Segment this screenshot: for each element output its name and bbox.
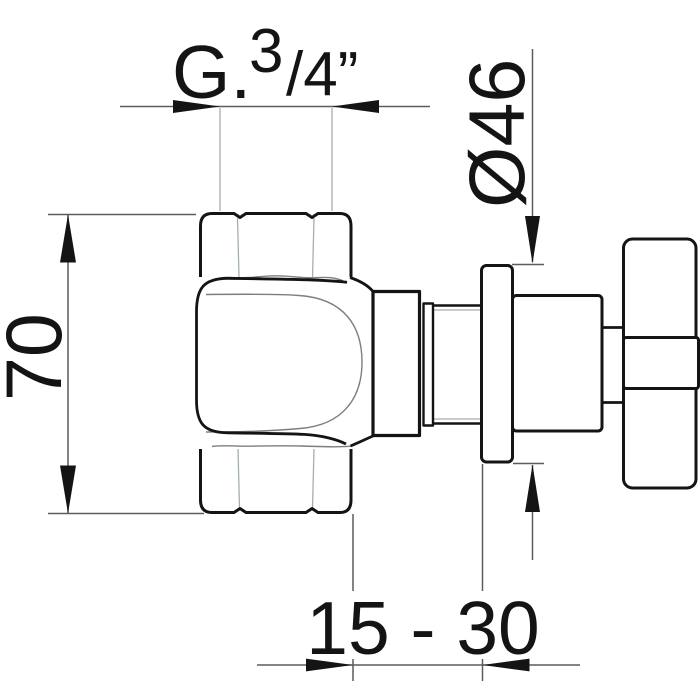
top-hex-face-line-right — [311, 217, 315, 278]
body-bottom-edge — [227, 431, 347, 446]
bottom-hex-face-line-right — [311, 448, 315, 509]
body-top-edge — [227, 276, 348, 284]
bottom-hex-chamfer-wave — [211, 445, 352, 448]
pale-thin-lines — [219, 108, 481, 509]
part-outline — [195, 212, 700, 514]
stem-washer — [422, 302, 435, 427]
thread-label-fraction: /4” — [286, 40, 358, 109]
body-fillet-line — [205, 293, 363, 433]
bonnet-cap — [511, 294, 604, 433]
body-bottom-shoulder — [349, 434, 374, 448]
thread-label-numerator: 3 — [249, 17, 283, 86]
body-top-shoulder — [349, 276, 375, 293]
body-left-profile — [195, 276, 229, 435]
dimension-labels: G. 3 /4” Ø46 70 15 - 30 — [0, 17, 541, 670]
thread-arrow-right — [332, 100, 379, 113]
outlet-neck — [371, 289, 422, 438]
handle-grip-band — [622, 336, 700, 390]
bottom-hex-face-line-left — [237, 448, 241, 509]
depth-range-label: 15 - 30 — [306, 586, 540, 670]
top-hex-nut — [199, 212, 353, 277]
dimension-arrows — [60, 100, 540, 672]
diameter-label: Ø46 — [452, 59, 541, 208]
diameter-arrow-up — [525, 464, 540, 512]
thread-label-prefix: G. — [172, 30, 251, 114]
thread-arrow-left — [173, 100, 220, 113]
wall-flange — [480, 264, 514, 464]
bottom-hex-nut — [199, 449, 353, 514]
diameter-arrow-down — [525, 216, 540, 264]
height-arrow-up — [60, 214, 76, 263]
depth-arrow-left — [306, 658, 353, 672]
height-label: 70 — [0, 313, 78, 401]
top-hex-face-line-left — [236, 217, 240, 278]
gray-thin-lines — [205, 275, 363, 448]
depth-arrow-right — [482, 658, 530, 672]
height-arrow-down — [60, 465, 76, 514]
